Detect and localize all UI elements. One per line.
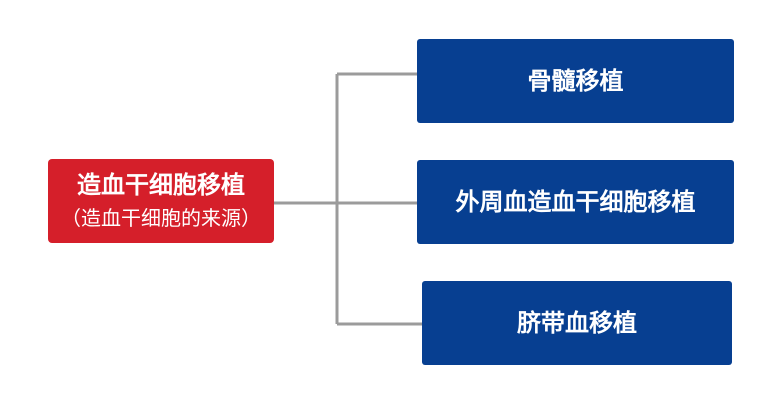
- branch-node-cord-blood: 脐带血移植: [422, 281, 732, 365]
- branch-node-label: 外周血造血干细胞移植: [455, 188, 696, 216]
- branch-node-peripheral-blood: 外周血造血干细胞移植: [417, 160, 734, 244]
- root-node: 造血干细胞移植 （造血干细胞的来源）: [48, 159, 274, 243]
- branch-node-label: 骨髓移植: [527, 67, 624, 95]
- root-node-subtitle: （造血干细胞的来源）: [61, 205, 261, 230]
- branch-node-bone-marrow: 骨髓移植: [417, 39, 734, 123]
- root-node-title: 造血干细胞移植: [77, 171, 245, 200]
- branch-node-label: 脐带血移植: [517, 309, 637, 337]
